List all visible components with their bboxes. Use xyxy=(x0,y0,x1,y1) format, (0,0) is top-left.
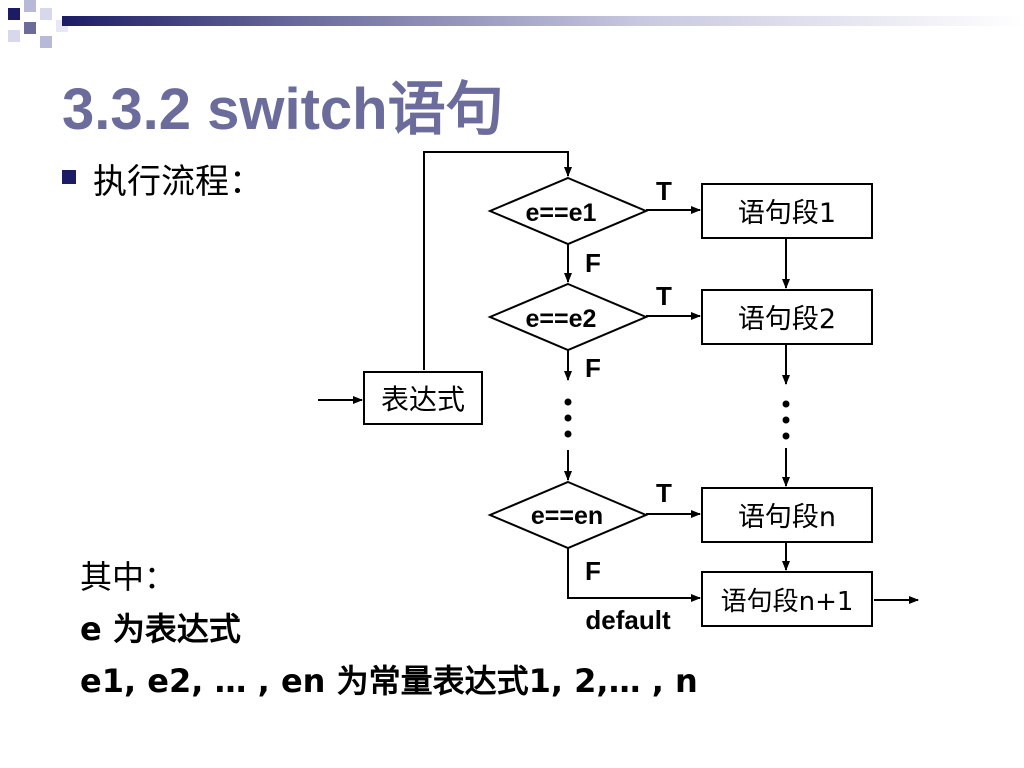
note-line-1: e 为表达式 xyxy=(80,610,241,648)
true-label-n: T xyxy=(656,478,672,508)
condition-label-2: e==e2 xyxy=(526,305,597,333)
note-line-2: e1, e2, … , en 为常量表达式1, 2,… , n xyxy=(80,662,698,700)
false-label-1: F xyxy=(585,248,601,278)
header-decoration xyxy=(0,0,1024,60)
default-arrow xyxy=(567,548,701,602)
expr-to-first-arrow xyxy=(423,151,572,370)
false-label-n: F xyxy=(585,556,601,586)
note-heading: 其中： xyxy=(80,558,177,596)
ellipsis-dot xyxy=(564,430,572,438)
statement-box-2 xyxy=(701,289,873,345)
condition-diamond-1 xyxy=(487,176,649,246)
condition-diamond-n xyxy=(487,480,649,550)
statement-box-n xyxy=(701,487,873,543)
true-label-1: T xyxy=(656,176,672,206)
false-label-2: F xyxy=(585,353,601,383)
condition-label-n: e==en xyxy=(531,502,603,530)
statement-box-n-plus-1 xyxy=(701,571,873,627)
bullet-text: 执行流程： xyxy=(93,162,263,202)
statement-box-1 xyxy=(701,183,873,239)
ellipsis-dot xyxy=(782,432,790,440)
default-label: default xyxy=(585,605,671,635)
condition-label-1: e==e1 xyxy=(526,199,597,227)
statement-label-2: 语句段2 xyxy=(738,304,836,335)
condition-diamond-2 xyxy=(487,282,649,352)
ellipsis-dot xyxy=(782,416,790,424)
slide-title: 3.3.2 switch语句 xyxy=(62,77,504,142)
expression-label: 表达式 xyxy=(381,383,465,416)
expression-box xyxy=(363,371,483,425)
true-label-2: T xyxy=(656,281,672,311)
statement-label-1: 语句段1 xyxy=(738,198,836,229)
ellipsis-dot xyxy=(564,398,572,406)
statement-label-n: 语句段n xyxy=(738,502,836,533)
ellipsis-dot xyxy=(782,400,790,408)
statement-label-n-plus-1: 语句段n+1 xyxy=(721,587,854,617)
ellipsis-dot xyxy=(564,414,572,422)
bullet-square-icon xyxy=(62,170,76,184)
